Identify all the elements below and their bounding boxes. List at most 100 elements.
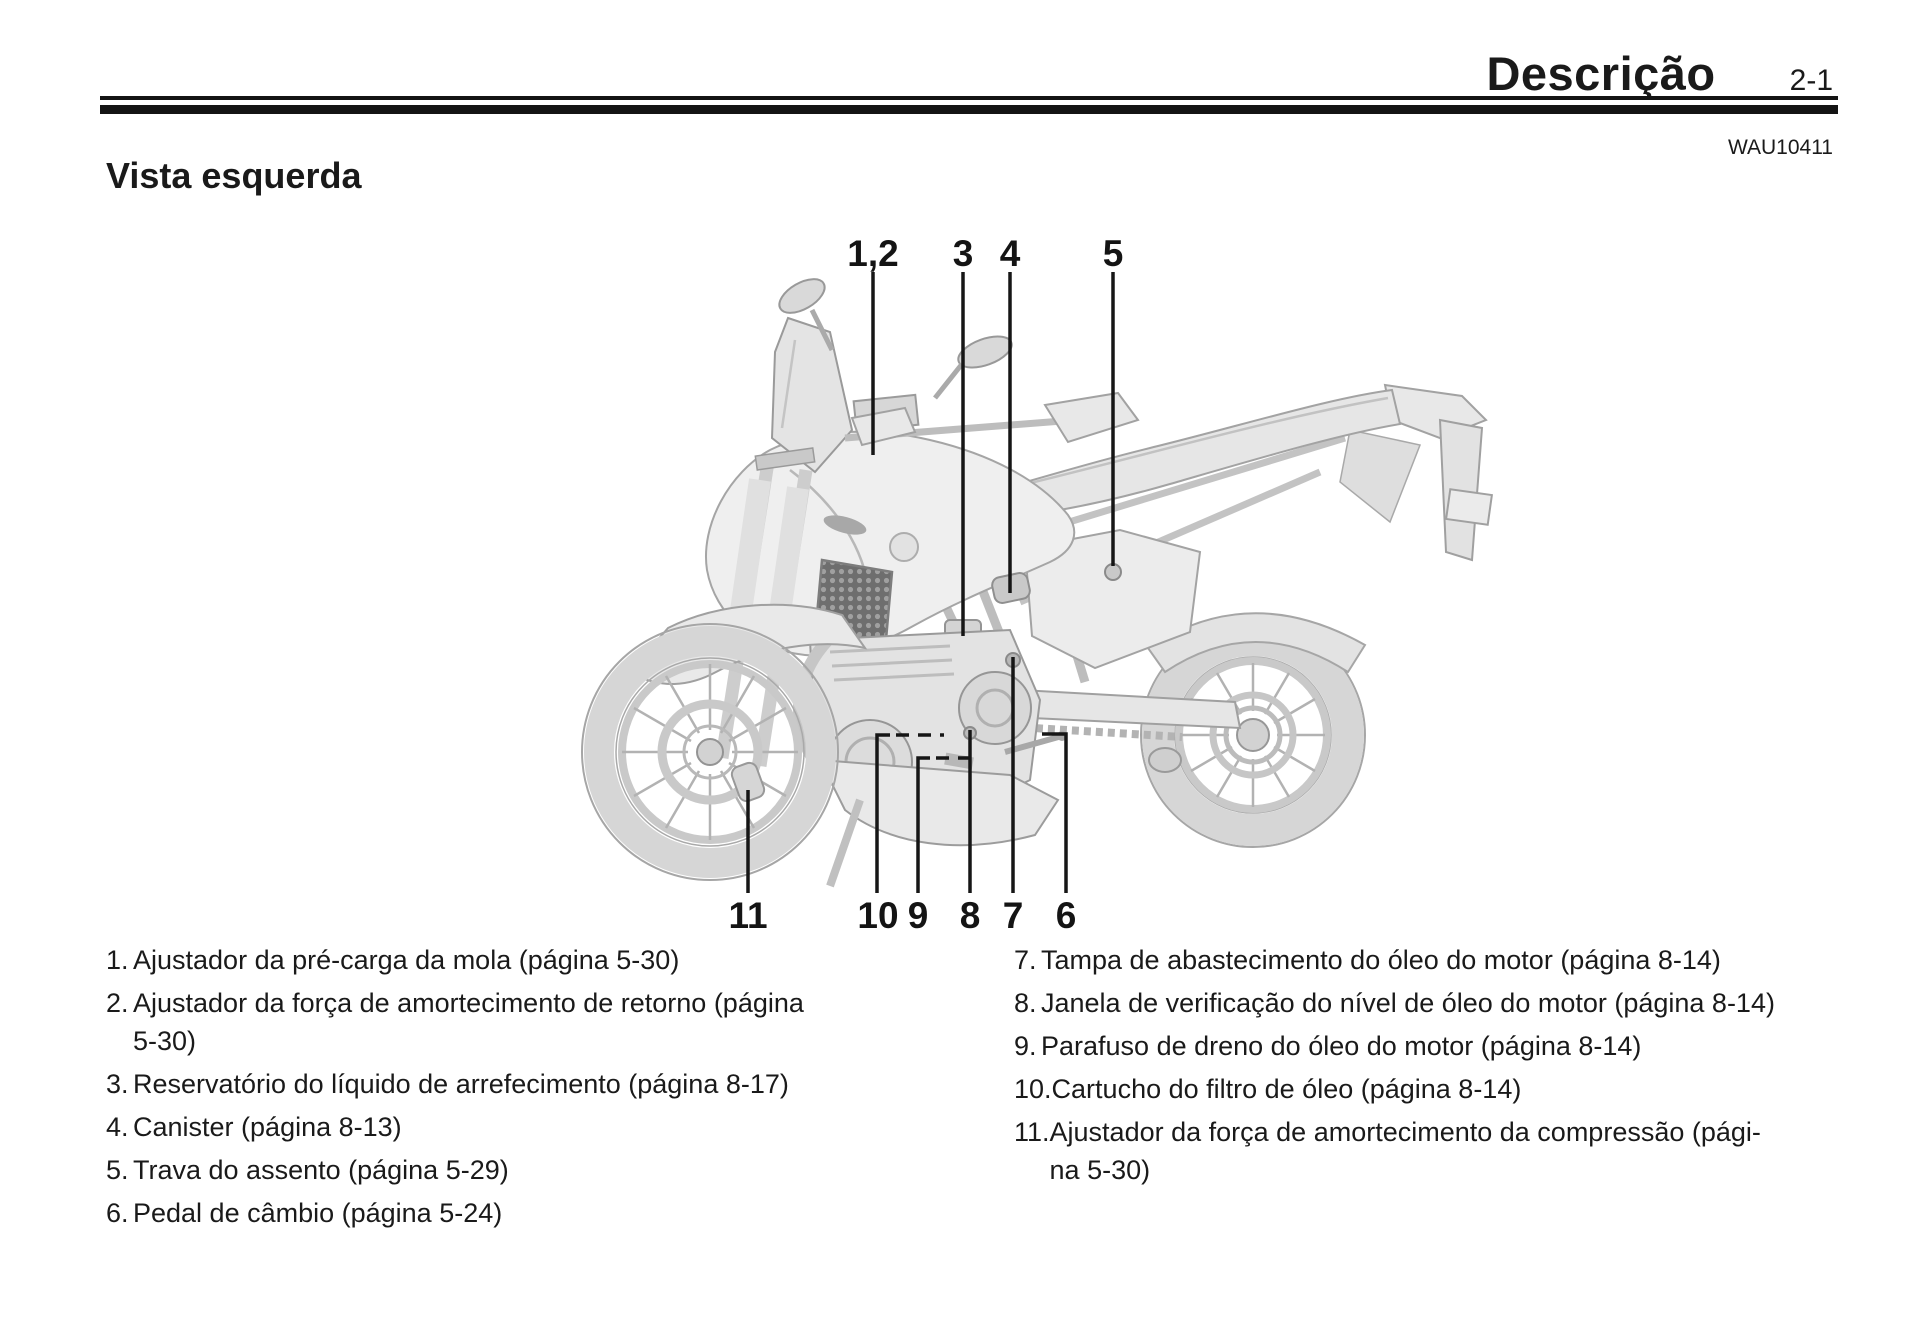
clutch-cover	[958, 671, 1032, 745]
rear-spokes	[1181, 663, 1325, 807]
legend-item-6: 6. Pedal de câmbio (página 5-24)	[106, 1194, 936, 1232]
page-header: Descrição 2-1	[1486, 46, 1833, 101]
legend-item-7: 7. Tampa de abastecimento do óleo do mot…	[1014, 941, 1894, 979]
legend-item-number: 5.	[106, 1155, 129, 1185]
fairing-crease	[789, 469, 870, 586]
legend-item-number: 7.	[1014, 945, 1037, 975]
legend-item-text: Janela de verificação do nível de óleo d…	[1041, 988, 1775, 1018]
rear-fender	[1146, 612, 1367, 674]
fairing-vent	[823, 515, 867, 535]
side-panel	[1023, 528, 1202, 670]
legend-item-number: 8.	[1014, 988, 1037, 1018]
legend-item-number: 11.	[1014, 1117, 1050, 1147]
legend-item-text: Cartucho do filtro de óleo (página 8-14)	[1051, 1074, 1522, 1104]
legend-item-number: 3.	[106, 1069, 129, 1099]
right-mirror	[933, 335, 1013, 400]
alternator-cover	[827, 719, 913, 805]
legend-item-text: Canister (página 8-13)	[133, 1112, 402, 1142]
callout-3: 3	[953, 233, 974, 274]
legend-item-10: 10. Cartucho do filtro de óleo (página 8…	[1014, 1070, 1894, 1108]
handlebar	[844, 416, 1076, 442]
legend-item-text: Ajustador da pré-carga da mola (página 5…	[133, 945, 680, 975]
legend-item-text: Ajustador da força de amortecimento da c…	[1049, 1117, 1761, 1185]
legend-item-text: Reservatório do líquido de arrefecimento…	[133, 1069, 789, 1099]
skid-plate	[818, 758, 1060, 847]
swingarm	[983, 686, 1242, 730]
fairing-emblem	[889, 532, 919, 562]
rear-inner-fender	[1339, 429, 1422, 524]
leader-line-6	[1042, 732, 1068, 893]
header-rule-thick	[100, 105, 1838, 114]
legend-item-number: 6.	[106, 1198, 129, 1228]
legend-item-8: 8. Janela de verificação do nível de óle…	[1014, 984, 1894, 1022]
oil-filler-cap	[1005, 652, 1021, 668]
motorcycle-illustration	[581, 278, 1494, 888]
coolant-reservoir	[944, 619, 982, 651]
legend-item-4: 4. Canister (página 8-13)	[106, 1108, 936, 1146]
callout-11: 11	[728, 895, 767, 936]
engine	[808, 628, 1042, 822]
legend-left-column: 1. Ajustador da pré-carga da mola (págin…	[106, 941, 936, 1237]
legend-item-number: 2.	[106, 988, 129, 1018]
callout-10: 10	[857, 895, 898, 936]
legend-item-text: Trava do assento (página 5-29)	[133, 1155, 509, 1185]
chapter-title: Descrição	[1486, 47, 1716, 100]
callout-6: 6	[1056, 895, 1077, 936]
kickstand	[826, 798, 864, 888]
oil-sight-window	[963, 726, 977, 740]
frame-tubes	[877, 460, 1090, 692]
legend-item-number: 10.	[1014, 1074, 1052, 1104]
footpeg	[944, 752, 974, 770]
leader-line-9	[916, 756, 930, 893]
legend-right-column: 7. Tampa de abastecimento do óleo do mot…	[1014, 941, 1894, 1194]
legend-item-number: 4.	[106, 1112, 129, 1142]
license-plate-bracket	[1438, 418, 1484, 562]
exhaust-pipe	[792, 635, 874, 802]
leader-lines	[746, 272, 1115, 893]
seat	[933, 388, 1402, 522]
fairing-tank	[705, 430, 1076, 657]
shift-pedal	[1004, 733, 1063, 755]
rear-subframe	[1008, 434, 1347, 606]
legend-item-text: Tampa de abastecimento do óleo do motor …	[1041, 945, 1721, 975]
legend-item-text: Ajustador da força de amortecimento de r…	[133, 988, 804, 1056]
header-rule-thin	[100, 96, 1838, 100]
drive-chain	[999, 722, 1183, 741]
legend-item-text: Parafuso de dreno do óleo do motor (pági…	[1041, 1031, 1642, 1061]
reference-code: WAU10411	[1727, 136, 1833, 159]
callout-9: 9	[908, 895, 929, 936]
seat-seam	[944, 396, 1389, 504]
instrument-cluster	[852, 393, 920, 433]
callout-labels: 1,2 3 4 5 11 10 9 8 7 6	[728, 233, 1123, 936]
legend-item-11: 11. Ajustador da força de amortecimento …	[1014, 1113, 1894, 1189]
callout-5: 5	[1103, 233, 1124, 274]
front-fender	[628, 603, 868, 685]
seat-lock-bolt	[1104, 563, 1122, 581]
left-mirror	[778, 278, 835, 352]
tail-cowl	[1383, 383, 1488, 440]
front-caliper	[730, 761, 766, 803]
right-handguard	[1043, 391, 1140, 444]
page-number: 2-1	[1789, 64, 1833, 97]
front-fork	[715, 447, 816, 767]
legend-item-number: 1.	[106, 945, 129, 975]
left-handguard	[850, 406, 917, 447]
rear-wheel	[1140, 622, 1366, 848]
legend-item-5: 5. Trava do assento (página 5-29)	[106, 1151, 936, 1189]
callout-4: 4	[1000, 233, 1021, 274]
license-plate	[1444, 488, 1494, 526]
leader-line-10	[875, 733, 890, 893]
callout-1-2: 1,2	[847, 233, 898, 274]
legend-item-number: 9.	[1014, 1031, 1037, 1061]
radiator-grille	[812, 558, 894, 664]
legend-item-9: 9. Parafuso de dreno do óleo do motor (p…	[1014, 1027, 1894, 1065]
legend-item-2: 2. Ajustador da força de amortecimento d…	[106, 984, 936, 1060]
canister	[991, 572, 1031, 604]
callout-8: 8	[960, 895, 981, 936]
legend-item-3: 3. Reservatório do líquido de arrefecime…	[106, 1065, 936, 1103]
windscreen	[770, 316, 854, 474]
legend-item-text: Pedal de câmbio (página 5-24)	[133, 1198, 503, 1228]
section-title: Vista esquerda	[106, 155, 362, 196]
front-spokes	[622, 664, 798, 840]
callout-7: 7	[1003, 895, 1024, 936]
